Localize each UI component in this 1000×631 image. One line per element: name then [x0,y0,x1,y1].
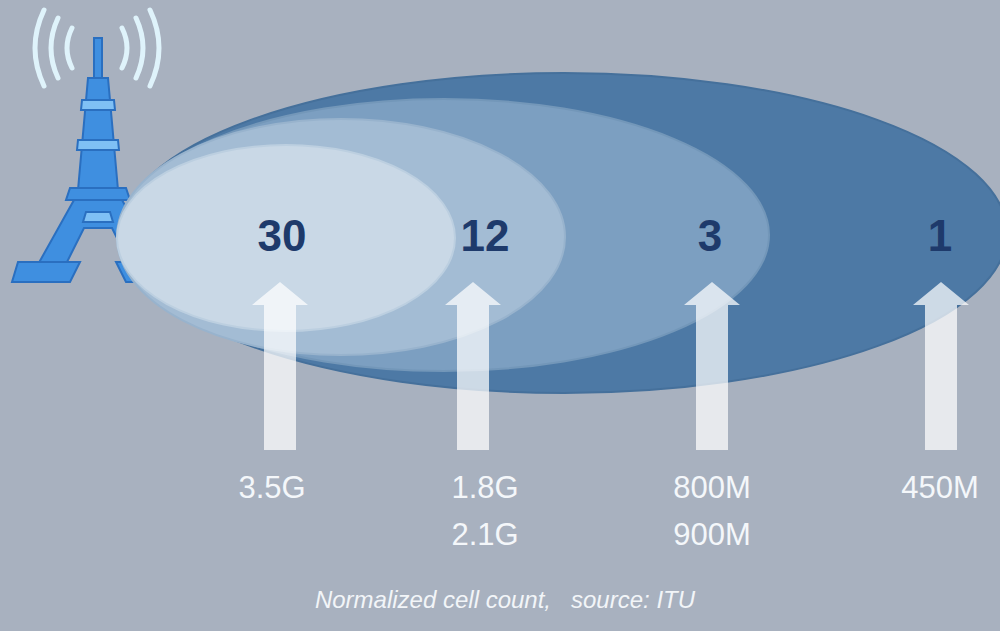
cell-count: 1 [928,214,952,258]
frequency-label: 800M 900M [673,465,751,558]
coverage-ellipse: 1 3 12 30 [120,72,1000,394]
caption: Normalized cell count, source: ITU [315,586,695,615]
cell-count: 12 [461,214,510,258]
cell-count: 30 [258,214,307,258]
frequency-label: 1.8G 2.1G [451,465,518,558]
frequency-label: 3.5G [238,465,305,512]
up-arrow [445,282,501,450]
up-arrow [684,282,740,450]
coverage-ellipse: 12 30 [116,118,566,356]
up-arrow [913,282,969,450]
cell-count: 3 [698,214,722,258]
coverage-ellipse: 3 12 30 [118,98,770,372]
up-arrow [252,282,308,450]
frequency-label: 450M [901,465,979,512]
